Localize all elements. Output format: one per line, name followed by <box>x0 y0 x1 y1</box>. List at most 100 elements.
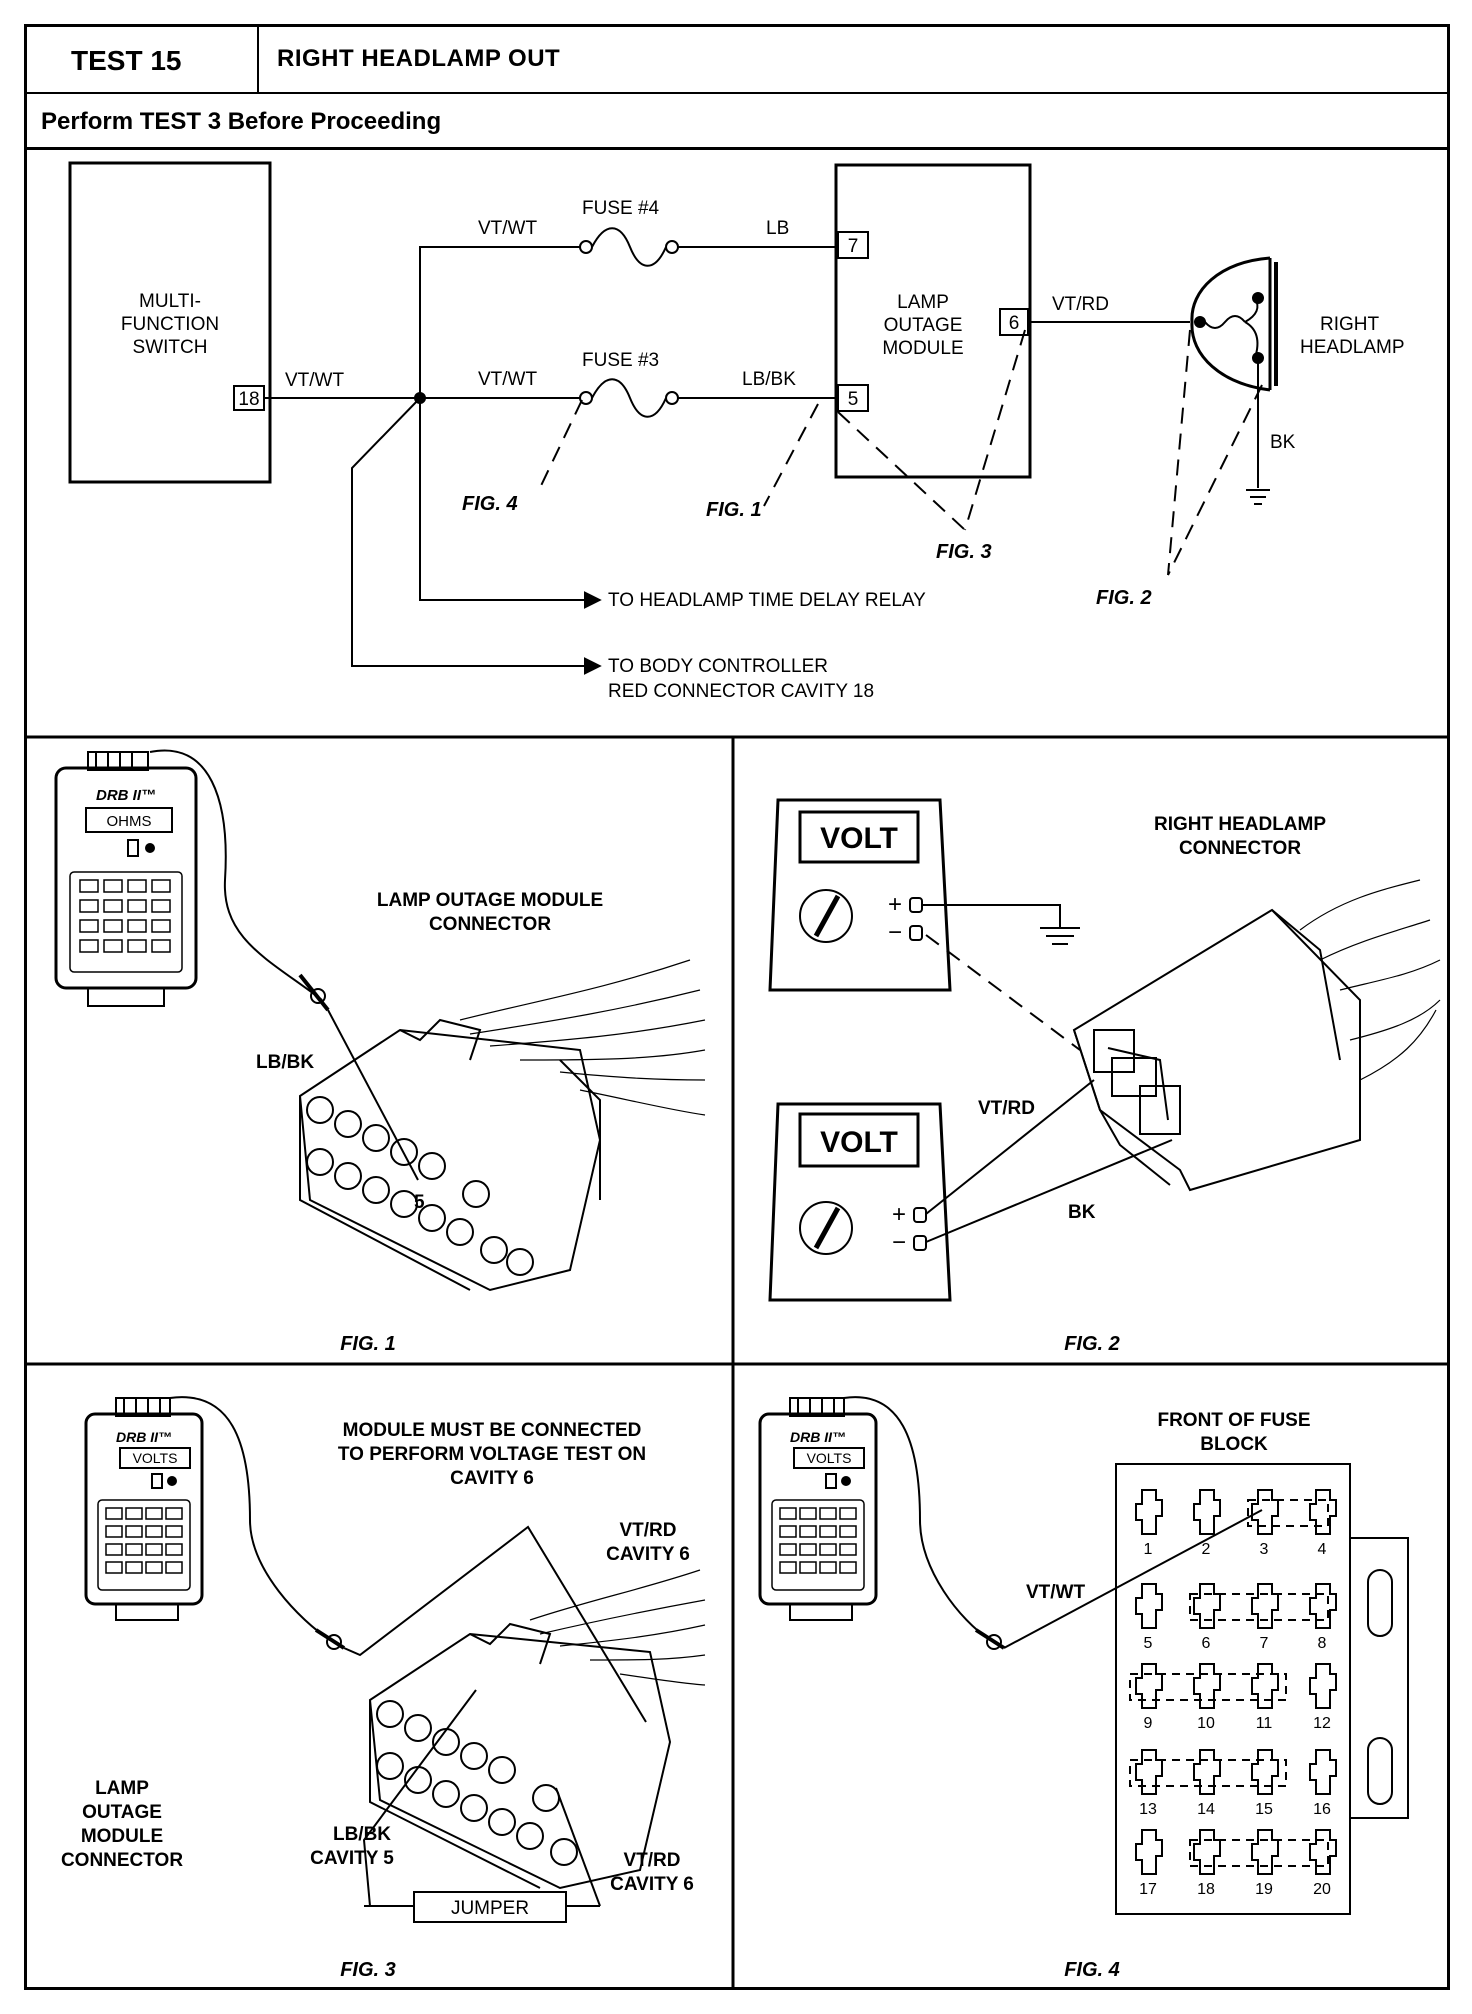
test-sheet: TEST 15 RIGHT HEADLAMP OUT Perform TEST … <box>24 24 1450 1990</box>
switch-label-line1: MULTI- <box>139 291 201 312</box>
fig2-meter-top-label: VOLT <box>820 822 898 855</box>
wire-label-main: VT/WT <box>285 370 344 391</box>
fuse-socket <box>1251 1489 1279 1535</box>
dest-relay-label: TO HEADLAMP TIME DELAY RELAY <box>608 590 926 611</box>
fuse-dashed-links <box>1129 1499 1329 1867</box>
fuse-socket <box>1309 1749 1337 1795</box>
fig2-title-line2: CONNECTOR <box>1179 838 1301 859</box>
fuse-socket <box>1251 1749 1279 1795</box>
fuse-socket <box>1193 1829 1221 1875</box>
headlamp-symbol: RIGHT HEADLAMP <box>1190 256 1405 392</box>
module-pin-6: 6 <box>1009 313 1020 334</box>
test-number: TEST 15 <box>27 27 259 94</box>
fuse-socket <box>1251 1663 1279 1709</box>
fuse-4: FUSE #4 <box>579 198 679 267</box>
fuse-socket <box>1193 1583 1221 1629</box>
dest-body-line1: TO BODY CONTROLLER <box>608 656 828 677</box>
fig2-ground-lead <box>922 904 1061 928</box>
fig2-meter-bottom-label: VOLT <box>820 1126 898 1159</box>
fuse-socket <box>1309 1829 1337 1875</box>
fig1-module-connector: 5 <box>298 959 706 1292</box>
fuse-socket <box>1309 1663 1337 1709</box>
ground-symbol <box>1246 489 1270 505</box>
schematic: MULTI- FUNCTION SWITCH 18 VT/WT VT/WT VT… <box>68 161 1405 702</box>
fuse-number-label: 9 <box>1144 1715 1153 1732</box>
schematic-ref-fig3: FIG. 3 <box>936 541 992 563</box>
fig3-module-line4: CONNECTOR <box>61 1850 183 1871</box>
voltmeter-bottom: VOLT + − <box>768 1102 952 1302</box>
fig2-meter-bottom-plus: + <box>892 1201 906 1228</box>
dest-body-line2: RED CONNECTOR CAVITY 18 <box>608 681 874 702</box>
fuse-socket <box>1309 1583 1337 1629</box>
fuse-number-label: 16 <box>1313 1801 1331 1818</box>
fig2-bk-label: BK <box>1068 1202 1096 1223</box>
fig4-tester-display: VOLTS <box>807 1450 852 1466</box>
fig2-vtrd-lead <box>925 1079 1095 1215</box>
schematic-ref-fig2: FIG. 2 <box>1096 587 1152 609</box>
fig3-lbbk-line1: LB/BK <box>333 1824 391 1845</box>
fuse-4-label: FUSE #4 <box>582 198 660 219</box>
fig3-vtrd-bottom-line2: CAVITY 6 <box>610 1874 694 1895</box>
fuse-socket <box>1251 1583 1279 1629</box>
fig3-module-line2: OUTAGE <box>82 1802 162 1823</box>
fig4-title-line2: BLOCK <box>1200 1434 1268 1455</box>
fig4-wire-label: VT/WT <box>1026 1582 1085 1603</box>
fig2-panel: VOLT + − VOLT + − VT/RD BK RIGHT HEADLAM… <box>768 798 1441 1355</box>
fig1-probe-to-cavity <box>327 1009 419 1181</box>
fig3-tester-display: VOLTS <box>133 1450 178 1466</box>
fig2-meter-bottom-minus: − <box>892 1229 906 1256</box>
fig4-probe-to-fuse3 <box>1003 1509 1263 1649</box>
fuse-number-label: 12 <box>1313 1715 1331 1732</box>
wire-label-lower: VT/WT <box>478 369 537 390</box>
schematic-ref-fig1: FIG. 1 <box>706 499 762 521</box>
fig3-panel: DRB II™ VOLTS MODULE MUST BE CONNECTED T… <box>61 1396 706 1981</box>
wire-label-vtrd: VT/RD <box>1052 294 1109 315</box>
fig1-probe-lead <box>149 749 323 1001</box>
fuse-socket <box>1193 1663 1221 1709</box>
fig3-jumper-box <box>413 1891 567 1923</box>
fuse-number-label: 17 <box>1139 1881 1157 1898</box>
fig3-jumper-left <box>362 1689 477 1907</box>
fuse-number-label: 4 <box>1318 1541 1327 1558</box>
fuse-number-label: 1 <box>1144 1541 1153 1558</box>
fig3-module-line1: LAMP <box>95 1778 149 1799</box>
fuse-socket <box>1135 1489 1163 1535</box>
fuse-socket <box>1193 1749 1221 1795</box>
fuse-socket <box>1309 1489 1337 1535</box>
fig2-dashed-probe <box>925 934 1081 1051</box>
wire-label-lbbk: LB/BK <box>742 369 796 390</box>
fuse-number-label: 19 <box>1255 1881 1273 1898</box>
fuse-number-label: 2 <box>1202 1541 1211 1558</box>
fuse-socket <box>1135 1749 1163 1795</box>
fuse-3-label: FUSE #3 <box>582 350 659 371</box>
fuse-number-label: 8 <box>1318 1635 1327 1652</box>
fuse-number-label: 11 <box>1256 1715 1273 1732</box>
fuse-socket <box>1135 1583 1163 1629</box>
fig2-meter-top-plus: + <box>888 891 902 918</box>
fig2-headlamp-connector <box>1072 879 1441 1192</box>
fig4-probe-lead <box>843 1396 991 1641</box>
fig3-note-line3: CAVITY 6 <box>450 1468 534 1489</box>
headlamp-label-line1: RIGHT <box>1320 314 1380 335</box>
prerequisite-row: Perform TEST 3 Before Proceeding <box>27 94 1447 150</box>
fig3-module-line3: MODULE <box>81 1826 163 1847</box>
fig1-title-line1: LAMP OUTAGE MODULE <box>377 890 603 911</box>
wire-label-lb: LB <box>766 218 789 239</box>
fig3-note-line2: TO PERFORM VOLTAGE TEST ON <box>338 1444 646 1465</box>
fig1-title-line2: CONNECTOR <box>429 914 551 935</box>
switch-label-line3: SWITCH <box>133 337 208 358</box>
fig3-jumper-label: JUMPER <box>451 1898 529 1919</box>
test-title: RIGHT HEADLAMP OUT <box>277 45 561 72</box>
fig2-bk-lead <box>925 1139 1173 1243</box>
switch-pin-18: 18 <box>238 389 259 410</box>
fig3-vtrd-bottom-line1: VT/RD <box>624 1850 681 1871</box>
figure-reference-leaders <box>537 329 1263 576</box>
fig4-caption: FIG. 4 <box>1064 1959 1120 1981</box>
fig3-jumper-right <box>555 1787 601 1907</box>
fuse-socket <box>1251 1829 1279 1875</box>
fuse-socket <box>1135 1663 1163 1709</box>
fig2-caption: FIG. 2 <box>1064 1333 1120 1355</box>
fuse-socket <box>1193 1489 1221 1535</box>
fig3-probe-to-cavity6 <box>343 1525 647 1723</box>
